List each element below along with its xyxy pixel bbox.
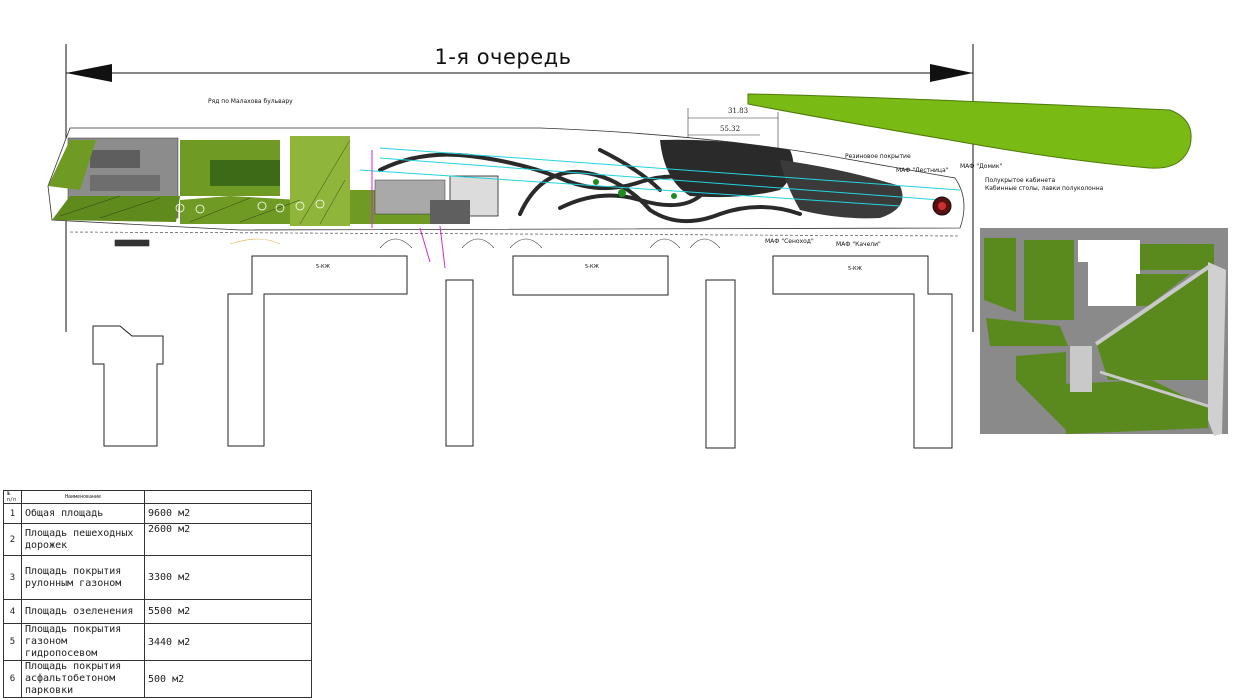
stage-extent-dimension: 1-я очередь [65, 44, 974, 332]
row-number: 6 [3, 660, 22, 698]
site-plan-drawing: 1-я очередь 31.83 55.32 [47, 44, 1228, 449]
context-map [980, 228, 1228, 436]
building-outline [512, 255, 669, 296]
plan-annotation: МАФ "Домик" [960, 163, 1003, 170]
table-row: 4 Площадь озеленения 5500 м2 [3, 599, 312, 624]
dimension-label: 31.83 [728, 107, 748, 115]
row-value: 2600 м2 [144, 523, 312, 556]
table-row: 5 Площадь покрытия газоном гидропосевом … [3, 623, 312, 661]
row-name: Площадь покрытия рулонным газоном [21, 555, 145, 600]
table-header: № п/п [3, 490, 22, 504]
lawn-area [48, 140, 96, 190]
row-number: 4 [3, 599, 22, 624]
plan-annotation: Резиновое покрытие [845, 153, 911, 160]
building-outline [227, 255, 408, 447]
table-row: 6 Площадь покрытия асфальтобетоном парко… [3, 660, 312, 698]
row-name: Площадь покрытия асфальтобетоном парковк… [21, 660, 145, 698]
table-header [144, 490, 312, 504]
buildings [92, 255, 953, 449]
utility-lines [359, 147, 961, 207]
row-name: Площадь покрытия газоном гидропосевом [21, 623, 145, 661]
row-value: 500 м2 [144, 660, 312, 698]
building-label: 5-КЖ [316, 264, 331, 270]
plan-annotation: МАФ "Лестница" [896, 167, 949, 174]
row-name: Площадь озеленения [21, 599, 145, 624]
playground-surface [660, 139, 794, 198]
row-number: 2 [3, 523, 22, 556]
building-outline [445, 279, 474, 447]
table-row: 1 Общая площадь 9600 м2 [3, 503, 312, 524]
area-summary-table: № п/п Наименование 1 Общая площадь 9600 … [3, 490, 312, 698]
stage-title: 1-я очередь [434, 45, 571, 69]
park-strip [47, 127, 965, 269]
row-value: 9600 м2 [144, 503, 312, 524]
table-row: 3 Площадь покрытия рулонным газоном 3300… [3, 555, 312, 600]
pedestrian-paths [378, 148, 802, 224]
lawn-area [52, 196, 180, 222]
row-number: 5 [3, 623, 22, 661]
row-value: 3300 м2 [144, 555, 312, 600]
building-outline [92, 325, 164, 447]
lawn-area [290, 136, 350, 226]
building-label: 5-КЖ [585, 264, 600, 270]
arrow-left-icon [66, 64, 112, 82]
plan-annotation: МАФ "Сеноход" [765, 238, 814, 245]
dimension-label: 55.32 [720, 125, 740, 133]
plan-annotation: Ряд по Малахова бульвару [208, 98, 293, 105]
building-outline [705, 279, 736, 449]
building-outline [772, 255, 953, 449]
row-name: Площадь пешеходных дорожек [21, 523, 145, 556]
arrow-right-icon [930, 64, 973, 82]
row-value: 3440 м2 [144, 623, 312, 661]
plan-annotation: МАФ "Качели" [836, 241, 881, 248]
green-area-blob [747, 93, 1192, 169]
plan-annotation: Полукрытое кабинета [985, 177, 1056, 184]
sidewalk-details [69, 231, 961, 249]
row-number: 3 [3, 555, 22, 600]
lawn-area [180, 196, 300, 224]
table-row: 2 Площадь пешеходных дорожек 2600 м2 [3, 523, 312, 556]
table-header-row: № п/п Наименование [3, 490, 312, 504]
plan-annotation: Кабинные столы, лавки полуколонна [985, 185, 1104, 192]
row-value: 5500 м2 [144, 599, 312, 624]
table-header: Наименование [21, 490, 145, 504]
row-number: 1 [3, 503, 22, 524]
row-name: Общая площадь [21, 503, 145, 524]
building-label: 5-КЖ [848, 266, 863, 272]
